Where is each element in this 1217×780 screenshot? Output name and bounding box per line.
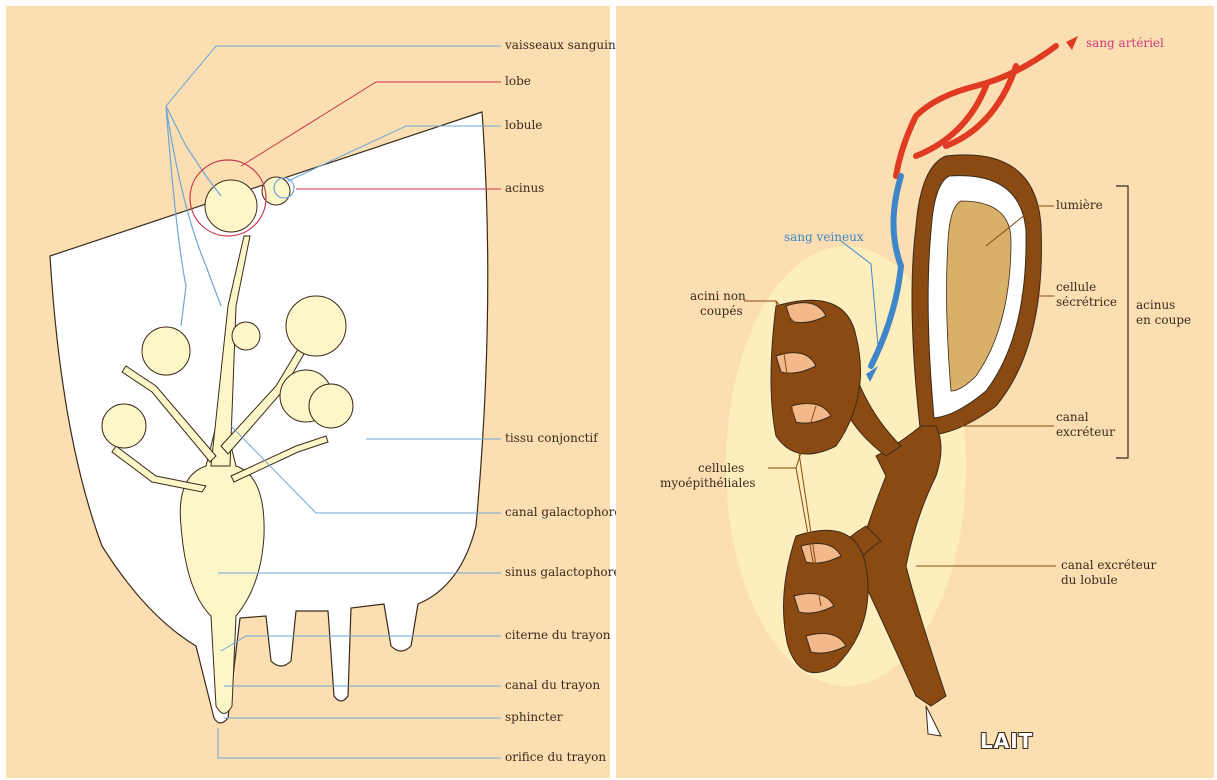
label-canal-trayon: canal du trayon	[505, 678, 600, 693]
label-canal-lobule-1: canal excréteur	[1061, 558, 1156, 573]
acinus-bracket	[1116, 186, 1128, 458]
milk-arrow	[926, 706, 941, 736]
acinus-cluster	[205, 180, 257, 232]
label-tissu: tissu conjonctif	[505, 431, 598, 446]
leader-orifice	[218, 728, 501, 758]
label-acinus-coupe-2: en coupe	[1136, 313, 1191, 328]
label-acini-2: coupés	[700, 304, 743, 319]
leader-vaisseaux	[166, 46, 501, 106]
arterial-arrow	[1066, 36, 1078, 50]
label-sphincter: sphincter	[505, 710, 563, 725]
leader-citerne	[221, 636, 501, 651]
acinus-cluster	[142, 327, 190, 375]
label-citerne: citerne du trayon	[505, 628, 611, 643]
label-canal-lobule-2: du lobule	[1061, 573, 1118, 588]
label-canal-exc-1: canal	[1056, 410, 1089, 425]
label-acini-1: acini non	[690, 289, 746, 304]
label-sinus: sinus galactophore	[505, 565, 621, 580]
label-vaisseaux: vaisseaux sanguins	[505, 38, 622, 53]
label-sang-arteriel: sang artériel	[1086, 36, 1164, 51]
acinus-panel: sang artériel sang veineux lumière cellu…	[616, 6, 1214, 778]
acinus-cluster	[286, 296, 346, 356]
label-lait: LAIT	[980, 734, 1033, 749]
label-cellule-2: sécrétrice	[1056, 295, 1117, 310]
label-sang-veineux: sang veineux	[784, 230, 864, 245]
label-orifice: orifice du trayon	[505, 750, 606, 765]
label-lobule: lobule	[505, 118, 542, 133]
acinus-cluster	[232, 322, 260, 350]
label-acinus: acinus	[505, 181, 544, 196]
udder-panel: vaisseaux sanguins lobe lobule acinus ti…	[6, 6, 610, 778]
label-canal-exc-2: excréteur	[1056, 425, 1115, 440]
label-myo-2: myoépithéliales	[660, 476, 756, 491]
label-canal-galacto: canal galactophore	[505, 505, 621, 520]
label-acinus-coupe-1: acinus	[1136, 298, 1175, 313]
acinus-cluster	[309, 384, 353, 428]
label-myo-1: cellules	[698, 461, 744, 476]
label-cellule-1: cellule	[1056, 280, 1096, 295]
label-lumiere: lumière	[1056, 198, 1103, 213]
acinus-drawing	[616, 6, 1214, 778]
acinus-cluster	[102, 404, 146, 448]
label-lobe: lobe	[505, 74, 531, 89]
